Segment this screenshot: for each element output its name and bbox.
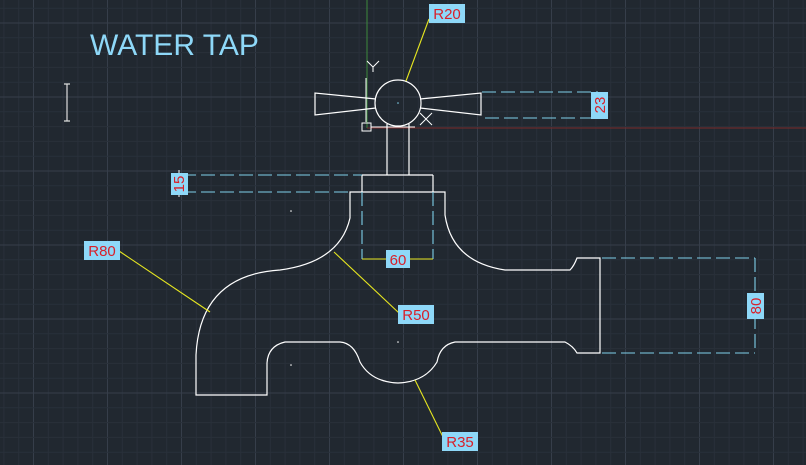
dim-80-label: 80 [748,298,765,315]
tap-body[interactable] [195,191,601,396]
dim-23[interactable]: 23 [482,91,609,119]
dim-r50-label: R50 [402,307,430,324]
dim-60[interactable]: 60 [361,192,434,269]
dim-15-label: 15 [171,176,188,193]
dim-15[interactable]: 15 [171,170,362,197]
dim-r20[interactable]: R20 [405,4,465,82]
tap-stem[interactable] [361,124,434,192]
dim-r20-label: R20 [433,6,461,23]
text-cursor-icon [64,83,70,122]
handle-circle [374,79,422,127]
dim-r35-label: R35 [446,434,474,451]
dim-80[interactable]: 80 [602,257,765,354]
center-mark [397,102,399,104]
ucs-icon [361,60,433,132]
dim-23-label: 23 [592,97,609,114]
dim-r80-label: R80 [88,243,116,260]
handle-right-wing [419,92,482,116]
dim-r35[interactable]: R35 [414,379,478,451]
handle-left-wing [314,92,377,116]
dim-60-label: 60 [390,252,407,269]
dim-r50[interactable]: R50 [333,251,434,324]
dim-r80[interactable]: R80 [84,241,211,313]
tap-handle[interactable] [314,79,482,127]
drawing-title: WATER TAP [90,29,259,62]
